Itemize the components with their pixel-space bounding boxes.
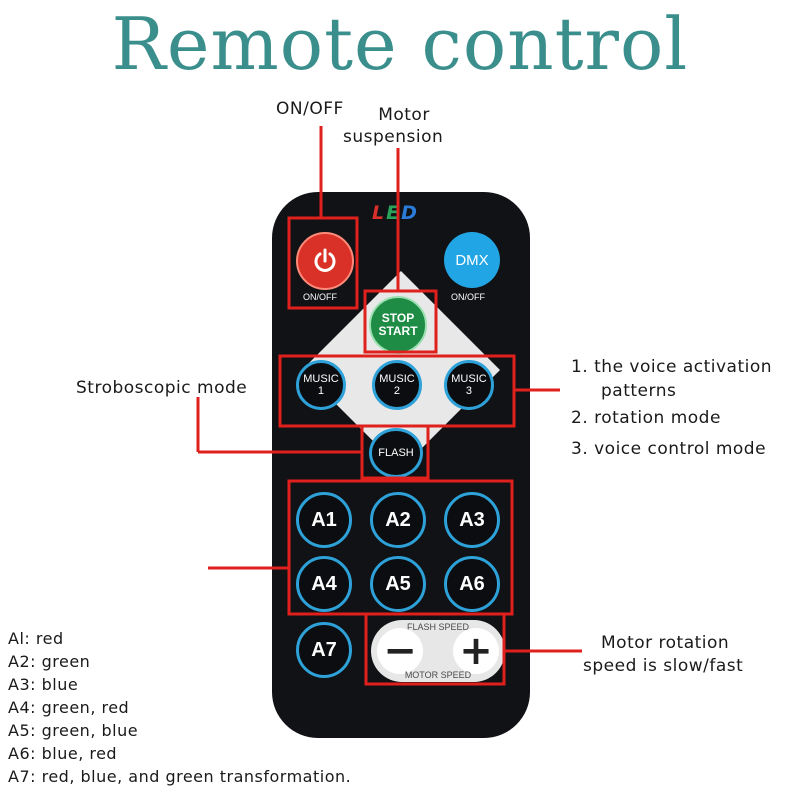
power-callout-box bbox=[287, 216, 359, 310]
a4-button[interactable]: A4 bbox=[296, 556, 352, 612]
music-label: MUSIC bbox=[379, 373, 415, 385]
dmx-button[interactable]: DMX bbox=[444, 232, 500, 288]
flash-callout-box bbox=[360, 424, 430, 480]
speed-plus-button[interactable]: + bbox=[453, 628, 499, 674]
motor-suspension-callout-line1: Motor bbox=[378, 105, 430, 125]
music-callout-box bbox=[278, 354, 516, 428]
speed-callout-box bbox=[364, 612, 506, 686]
a2-button[interactable]: A2 bbox=[370, 492, 426, 548]
color-note-a1: Al: red bbox=[8, 629, 64, 648]
page-title: Remote control bbox=[111, 2, 689, 86]
a3-button[interactable]: A3 bbox=[444, 492, 500, 548]
motor-speed-label: MOTOR SPEED bbox=[404, 670, 472, 680]
music-label: MUSIC bbox=[303, 373, 339, 385]
music-number: 3 bbox=[465, 385, 473, 397]
brand-letter: L bbox=[372, 202, 387, 224]
brand-letter: E bbox=[386, 202, 402, 224]
music-mode-1-callout: 1. the voice activation bbox=[571, 357, 773, 377]
power-button[interactable] bbox=[296, 232, 354, 290]
power-sub-label: ON/OFF bbox=[303, 292, 337, 302]
color-note-a6: A6: blue, red bbox=[8, 744, 118, 763]
music-mode-1-callout-cont: patterns bbox=[601, 381, 677, 401]
led-brand-logo: LED bbox=[372, 202, 419, 224]
flash-button[interactable]: FLASH bbox=[369, 428, 423, 478]
on-off-callout: ON/OFF bbox=[276, 99, 344, 119]
music-number: 2 bbox=[393, 385, 401, 397]
music-mode-3-callout: 3. voice control mode bbox=[571, 439, 767, 459]
a6-button[interactable]: A6 bbox=[444, 556, 500, 612]
stroboscopic-callout: Stroboscopic mode bbox=[76, 378, 248, 398]
music-mode-2-callout: 2. rotation mode bbox=[571, 408, 721, 428]
stop-callout-box bbox=[363, 289, 438, 354]
speed-control-pill: FLASH SPEED − + MOTOR SPEED bbox=[371, 620, 505, 682]
a-buttons-callout-box bbox=[287, 479, 514, 616]
color-note-a3: A3: blue bbox=[8, 675, 79, 694]
music-label: MUSIC bbox=[451, 373, 487, 385]
speed-minus-button[interactable]: − bbox=[377, 628, 423, 674]
color-note-a4: A4: green, red bbox=[8, 698, 130, 717]
dmx-sub-label: ON/OFF bbox=[451, 292, 485, 302]
power-icon bbox=[314, 248, 336, 272]
motor-speed-callout-line2: speed is slow/fast bbox=[583, 656, 744, 676]
color-note-a2: A2: green bbox=[8, 652, 91, 671]
a1-button[interactable]: A1 bbox=[296, 492, 352, 548]
motor-suspension-callout-line2: suspension bbox=[343, 127, 444, 147]
color-note-a5: A5: green, blue bbox=[8, 721, 139, 740]
color-note-a7: A7: red, blue, and green transformation. bbox=[8, 767, 352, 786]
a7-button[interactable]: A7 bbox=[296, 622, 352, 678]
start-label: START bbox=[378, 324, 418, 338]
flash-speed-label: FLASH SPEED bbox=[406, 622, 470, 632]
a5-button[interactable]: A5 bbox=[370, 556, 426, 612]
music-number: 1 bbox=[317, 385, 325, 397]
motor-speed-callout-line1: Motor rotation bbox=[601, 633, 730, 653]
stop-label: STOP bbox=[381, 311, 415, 325]
brand-letter: D bbox=[401, 202, 419, 224]
